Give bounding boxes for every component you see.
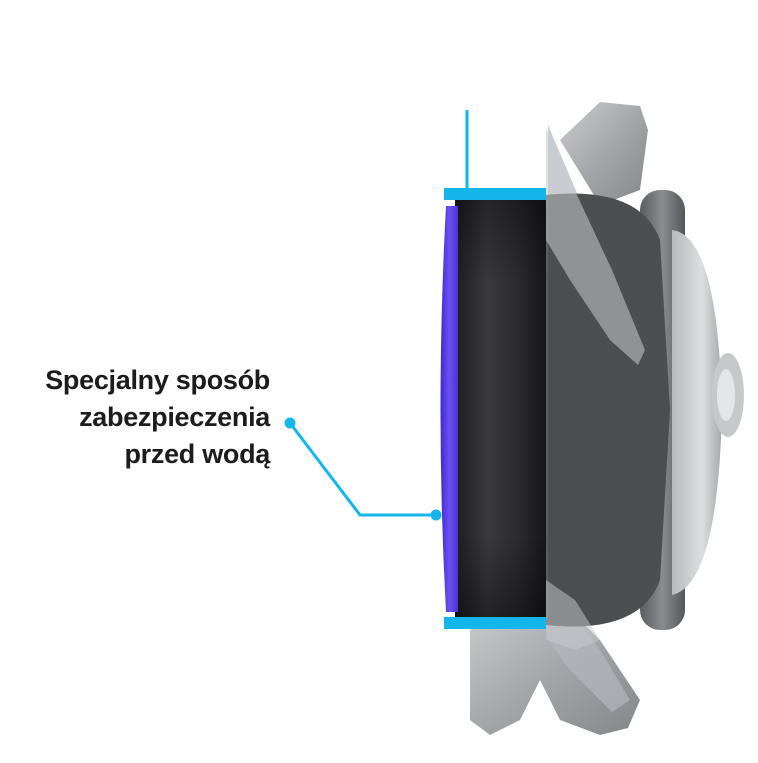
callout-line-2: zabezpieczenia (79, 402, 270, 432)
callout-label: Specjalny sposób zabezpieczenia przed wo… (45, 362, 270, 473)
accent-lines (444, 110, 546, 629)
callout-line-3: przed wodą (124, 439, 270, 469)
callout-leader (284, 417, 442, 521)
front-blade (546, 128, 645, 650)
callout-line-1: Specjalny sposób (45, 365, 270, 395)
waterproof-seal-icon (440, 206, 458, 612)
fan-motor-icon (455, 193, 670, 627)
